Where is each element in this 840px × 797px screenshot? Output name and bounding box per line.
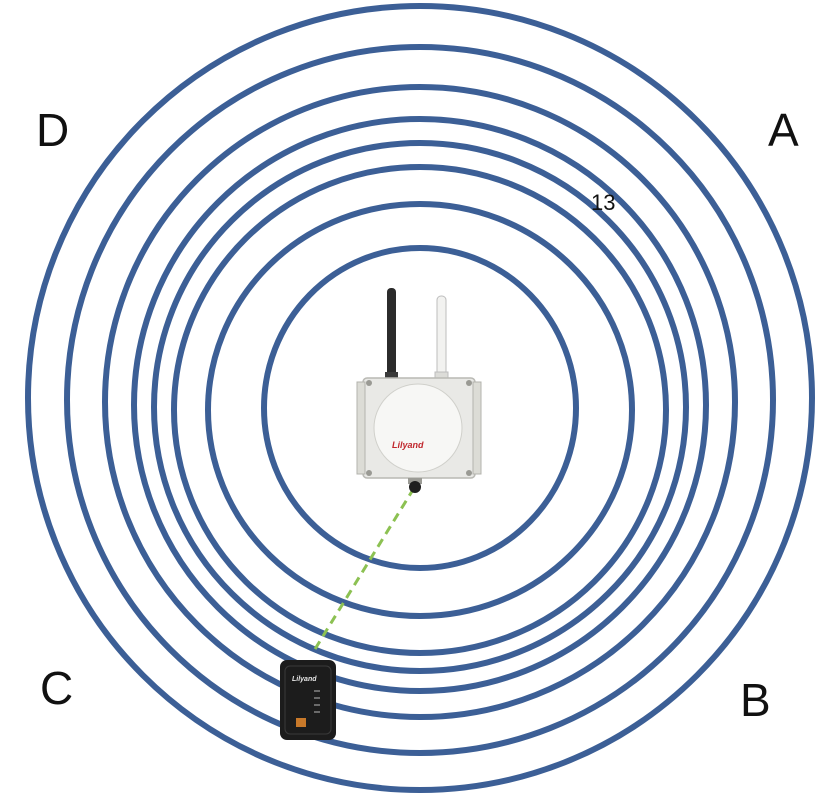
client-status-leds [314, 690, 320, 713]
access-point-front-dome [373, 383, 463, 473]
client-device: Lilyand [280, 660, 336, 740]
client-port [296, 718, 306, 727]
antenna-left [387, 288, 396, 384]
outdoor-access-point: Lilyand [356, 288, 482, 493]
coverage-rings [25, 3, 815, 793]
corner-label-d: D [36, 104, 69, 156]
corner-label-b: B [740, 674, 771, 726]
corner-label-c: C [40, 662, 73, 714]
coverage-ring-8 [261, 245, 579, 571]
access-point-brand-logo: Lilyand [392, 440, 424, 450]
coverage-ring-5 [151, 140, 689, 674]
client-device-brand-logo: Lilyand [292, 676, 317, 683]
antenna-right [436, 295, 447, 385]
coverage-ring-4 [131, 116, 709, 694]
client-device-body [280, 660, 336, 740]
corner-label-a: A [768, 104, 799, 156]
coverage-ring-3 [102, 84, 738, 720]
coverage-ring-7 [205, 201, 635, 619]
coverage-ring-6 [171, 164, 669, 656]
access-point-connector [409, 481, 421, 493]
coverage-ring-2 [64, 44, 776, 756]
ring-number-label: 13 [591, 190, 615, 215]
wireless-link-dashed-line [310, 487, 416, 655]
coverage-ring-1 [25, 3, 815, 793]
